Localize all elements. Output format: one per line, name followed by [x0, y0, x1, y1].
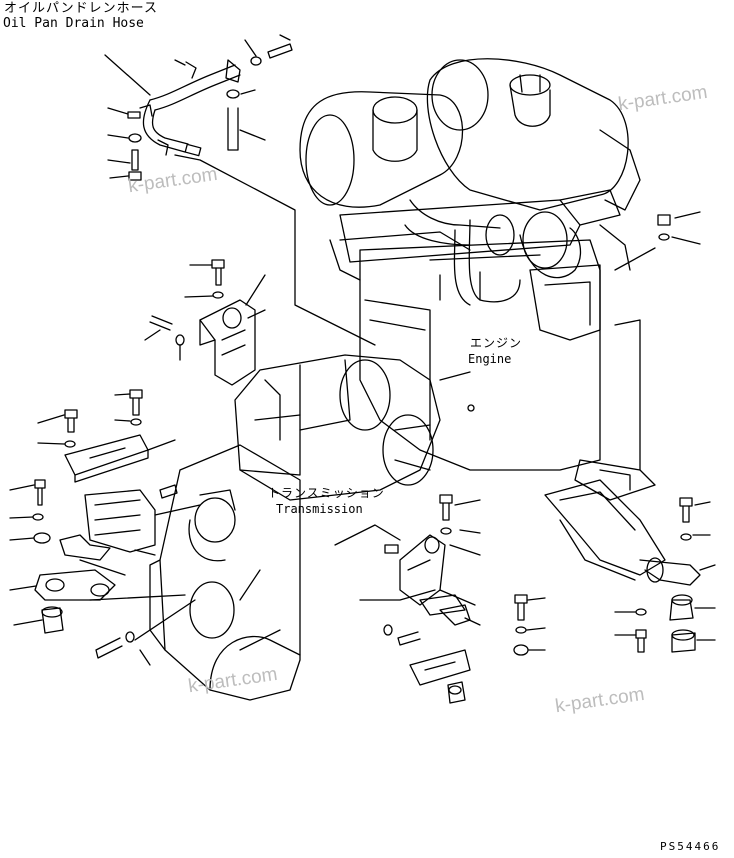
left-mount-drawing — [9, 479, 201, 666]
figure-code: PS54466 — [660, 840, 721, 853]
transmission-label-jp: トランスミッション — [268, 486, 385, 500]
engine-label-en: Engine — [468, 352, 512, 366]
drain-hose-drawing — [104, 34, 376, 346]
engine-label-jp: エンジン — [470, 336, 523, 350]
engine-drawing — [299, 58, 641, 471]
oil-pan-drain-hose-label-en: Oil Pan Drain Hose — [3, 16, 144, 31]
transmission-label-en: Transmission — [276, 502, 363, 516]
center-mount-drawing — [334, 494, 546, 704]
right-mount-drawing — [544, 211, 716, 653]
transmission-drawing — [149, 354, 441, 701]
front-mount-drawing — [37, 259, 266, 483]
oil-pan-drain-hose-label-jp: オイルパンドレンホース — [4, 1, 159, 16]
